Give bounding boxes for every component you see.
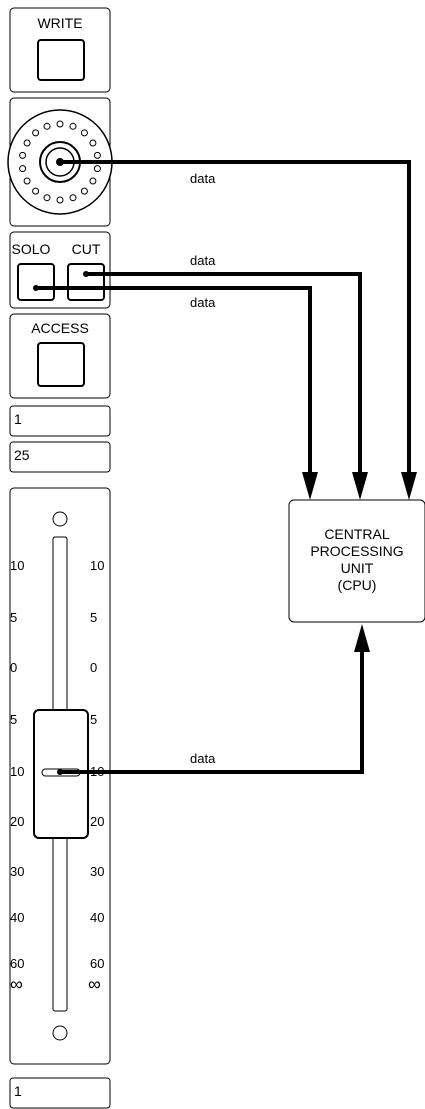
access-button[interactable] xyxy=(37,342,85,387)
knob-led xyxy=(43,122,51,130)
cpu-line-2: PROCESSING xyxy=(310,543,403,559)
cpu-line-1: CENTRAL xyxy=(324,526,390,542)
access-section: ACCESS xyxy=(9,313,111,399)
knob-led xyxy=(56,196,64,204)
cut-data-line xyxy=(86,272,362,484)
solo-data-label: data xyxy=(190,295,216,310)
fader-scale-label-right: 40 xyxy=(90,910,104,925)
solo-arrowhead xyxy=(302,472,318,500)
fader-scale-label-left: 30 xyxy=(10,864,24,879)
knob-led xyxy=(69,194,77,202)
fader-scale-label-right: 10 xyxy=(90,558,104,573)
infinity-right: ∞ xyxy=(88,974,101,994)
fader-scale-label-right: 5 xyxy=(90,610,97,625)
fader-scale-label-left: 0 xyxy=(10,660,17,675)
knob-led xyxy=(93,165,101,173)
cut-data-label: data xyxy=(190,253,216,268)
cut-button[interactable] xyxy=(67,263,105,301)
write-button[interactable] xyxy=(37,39,85,81)
data-connections xyxy=(36,160,411,774)
solo-end-dot xyxy=(33,285,39,291)
knob-led xyxy=(93,151,101,159)
cpu-line-4: (CPU) xyxy=(338,577,377,593)
cpu-line-3: UNIT xyxy=(341,560,374,576)
knob-led xyxy=(56,120,64,128)
knob-led xyxy=(80,129,88,137)
knob-arrowhead xyxy=(401,472,417,500)
solo-button[interactable] xyxy=(17,263,55,301)
fader-scale-label-left: 40 xyxy=(10,910,24,925)
infinity-left: ∞ xyxy=(10,974,23,994)
display-2-value: 25 xyxy=(14,447,30,463)
solo-data-line xyxy=(36,286,312,484)
write-section: WRITE xyxy=(9,7,111,93)
access-label: ACCESS xyxy=(31,320,89,336)
bottom-display xyxy=(9,1077,111,1109)
fader-data-line xyxy=(60,646,364,774)
fader-scale-label-left: 5 xyxy=(10,712,17,727)
fader-scale-label-left: 20 xyxy=(10,814,24,829)
solo-cut-section: SOLO CUT xyxy=(9,231,111,309)
cpu-box-group: CENTRAL PROCESSING UNIT (CPU) xyxy=(288,499,425,623)
knob-data-line xyxy=(60,160,411,484)
fader-scale-label-right: 60 xyxy=(90,956,104,971)
cpu-box xyxy=(288,499,425,623)
cut-arrowhead xyxy=(352,472,368,500)
connection-end-dots xyxy=(33,271,89,291)
display-2 xyxy=(9,441,111,473)
fader-scale-label-left: 10 xyxy=(10,764,24,779)
fader-data-label: data xyxy=(190,751,216,766)
knob-led xyxy=(19,165,27,173)
knob-led xyxy=(89,139,97,147)
cut-end-dot xyxy=(83,271,89,277)
solo-label: SOLO xyxy=(12,241,51,257)
fader-bottom-screw xyxy=(52,1025,68,1041)
knob-led xyxy=(23,177,31,185)
data-arrowheads xyxy=(302,472,417,652)
channel-displays: 1 25 xyxy=(9,405,111,473)
fader-scale-label-right: 0 xyxy=(90,660,97,675)
display-1 xyxy=(9,405,111,437)
fader-scale-label-right: 30 xyxy=(90,864,104,879)
knob-led xyxy=(80,187,88,195)
display-1-value: 1 xyxy=(14,411,22,427)
write-label: WRITE xyxy=(37,15,82,31)
knob-led xyxy=(23,139,31,147)
cut-label: CUT xyxy=(72,241,101,257)
knob-led-ring xyxy=(19,120,101,204)
fader-scale-label-right: 20 xyxy=(90,814,104,829)
knob-led xyxy=(43,194,51,202)
fader-top-screw xyxy=(52,511,68,527)
knob-led xyxy=(69,122,77,130)
knob-led xyxy=(89,177,97,185)
fader-scale-label-left: 10 xyxy=(10,558,24,573)
knob-led xyxy=(32,187,40,195)
knob-data-label: data xyxy=(190,171,216,186)
knob-led xyxy=(32,129,40,137)
fader-scale-label-left: 60 xyxy=(10,956,24,971)
fader-scale-label-right: 5 xyxy=(90,712,97,727)
bottom-display-value: 1 xyxy=(14,1083,22,1099)
fader-scale-label-left: 5 xyxy=(10,610,17,625)
fader-arrowhead xyxy=(354,624,370,652)
knob-led xyxy=(19,151,27,159)
